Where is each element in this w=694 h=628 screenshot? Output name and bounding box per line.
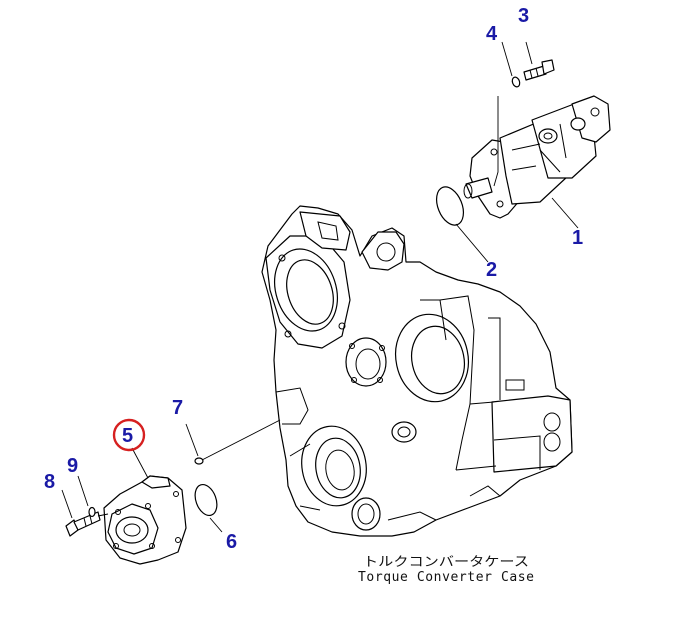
caption-japanese: トルクコンバータケース (363, 555, 529, 570)
bolt-upper (523, 59, 555, 81)
callout-4: 4 (486, 23, 498, 45)
callout-8: 8 (44, 471, 55, 493)
caption-english: Torque Converter Case (358, 570, 534, 585)
callout-5: 5 (122, 425, 133, 447)
callout-5-highlight-ring (112, 418, 146, 452)
callout-6: 6 (226, 531, 237, 553)
washer-upper (511, 76, 521, 88)
callout-9: 9 (67, 455, 78, 477)
o-ring-small (194, 457, 204, 465)
o-ring-cover (194, 483, 218, 517)
torque-converter-case (261, 205, 573, 537)
leader-lines (61, 41, 579, 533)
callout-7: 7 (172, 397, 183, 419)
cover-part (103, 475, 187, 565)
hydraulic-pump (463, 95, 611, 219)
callouts: 1 2 3 4 5 6 7 8 9 (44, 5, 583, 553)
case-caption: トルクコンバータケース Torque Converter Case (358, 555, 534, 585)
o-ring-large (435, 186, 465, 226)
callout-1: 1 (572, 227, 583, 249)
washer-lower (88, 506, 96, 518)
callout-3: 3 (518, 5, 529, 27)
callout-2: 2 (486, 259, 497, 281)
